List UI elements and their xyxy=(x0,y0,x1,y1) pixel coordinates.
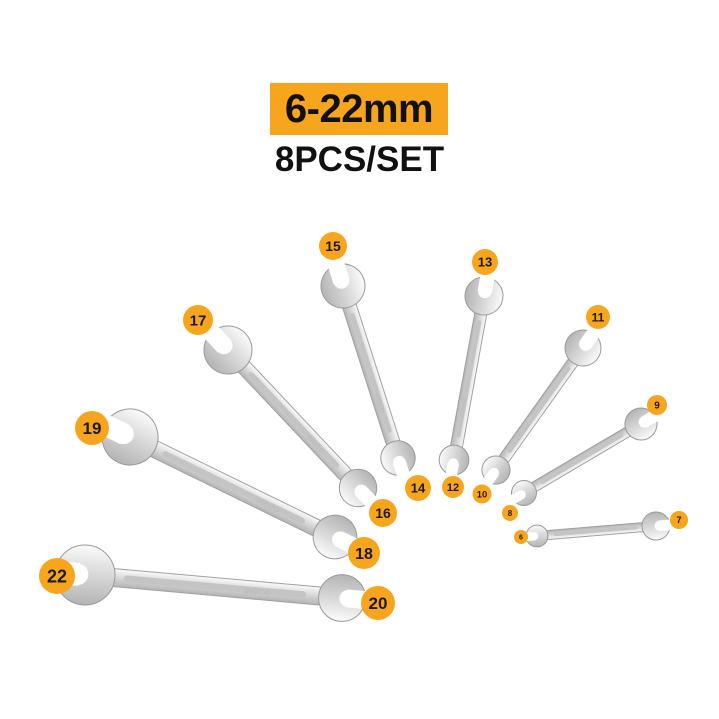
set-count-label: 8PCS/SET xyxy=(274,140,445,179)
brand-mark: INGCO xyxy=(457,397,467,418)
size-badge-10: 10 xyxy=(472,484,492,504)
size-badge-12: 12 xyxy=(442,476,464,498)
svg-text:12: 12 xyxy=(447,482,459,494)
brand-mark: INGCO xyxy=(244,586,271,597)
size-badge-8: 8 xyxy=(502,505,518,521)
svg-text:7: 7 xyxy=(676,515,681,525)
size-badge-13: 13 xyxy=(472,249,498,275)
svg-text:20: 20 xyxy=(369,594,388,613)
svg-text:9: 9 xyxy=(654,401,660,412)
svg-text:11: 11 xyxy=(592,310,605,324)
svg-text:18: 18 xyxy=(355,546,373,563)
size-badge-20: 20 xyxy=(361,586,395,620)
svg-text:10: 10 xyxy=(477,489,488,500)
size-badge-9: 9 xyxy=(647,395,667,415)
wrench-19-18: INGCO xyxy=(96,408,362,560)
svg-text:17: 17 xyxy=(190,312,207,329)
size-badge-11: 11 xyxy=(586,305,610,329)
svg-text:15: 15 xyxy=(325,238,341,254)
size-badge-14: 14 xyxy=(405,475,431,501)
svg-text:6: 6 xyxy=(519,535,523,542)
wrench-11-10: INGCO xyxy=(481,327,602,487)
size-badge-19: 19 xyxy=(75,411,109,445)
svg-text:8: 8 xyxy=(508,509,513,518)
wrench-7-6 xyxy=(524,511,673,548)
wrench-17-16: INGCO xyxy=(202,323,378,509)
size-badge-7: 7 xyxy=(670,511,688,529)
size-badge-22: 22 xyxy=(39,558,75,594)
svg-text:14: 14 xyxy=(411,481,426,496)
size-badge-15: 15 xyxy=(319,232,347,260)
size-badge-6: 6 xyxy=(514,530,528,544)
svg-text:16: 16 xyxy=(375,505,391,521)
wrench-15-14: INGCO xyxy=(320,259,416,479)
wrench-22-20: INGCO xyxy=(49,544,370,622)
size-badge-16: 16 xyxy=(369,499,397,527)
size-range-banner: 6-22mm xyxy=(270,83,448,135)
wrench-13-12: INGCO xyxy=(438,273,504,478)
svg-text:22: 22 xyxy=(47,566,67,586)
size-badge-17: 17 xyxy=(183,305,213,335)
svg-text:19: 19 xyxy=(83,419,102,438)
svg-text:13: 13 xyxy=(478,255,492,270)
wrench-9-8 xyxy=(509,407,660,506)
size-badge-18: 18 xyxy=(348,537,380,569)
